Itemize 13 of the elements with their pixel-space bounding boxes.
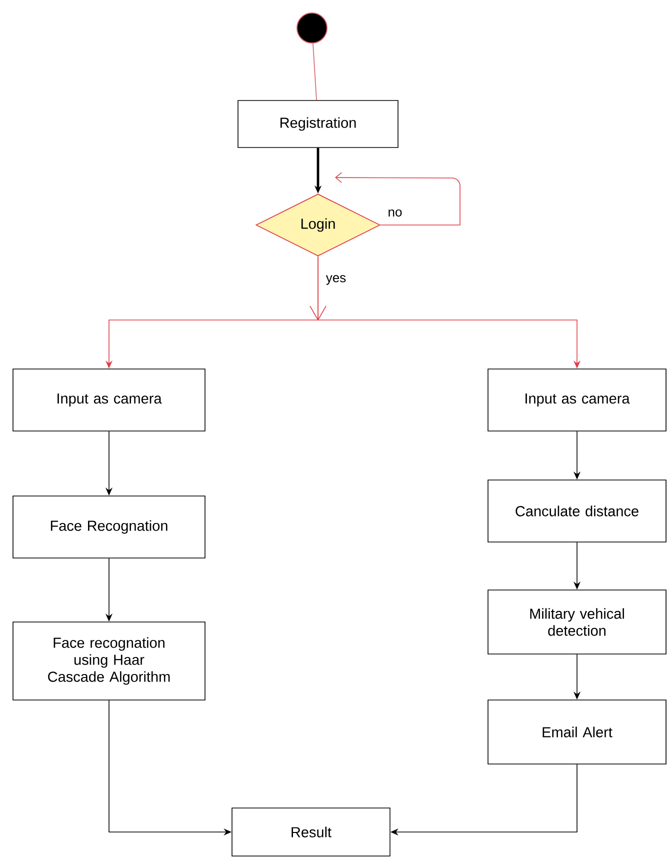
arrow (335, 172, 460, 226)
edge-label: yes (324, 274, 348, 286)
process-box: Input as camera (488, 368, 666, 432)
process-box: Result (232, 808, 390, 856)
start-circle (296, 12, 328, 44)
process-box: Canculate distance (488, 480, 666, 542)
process-box: Face Recognation (12, 496, 206, 558)
process-box: Registration (238, 100, 398, 148)
edge-label: no (386, 208, 404, 218)
process-box: Face recognation using Haar Cascade Algorithm (12, 622, 206, 700)
process-box: Military vehical detection (488, 590, 666, 654)
process-box: Input as camera (12, 368, 206, 432)
process-box: Email Alert (488, 700, 666, 764)
